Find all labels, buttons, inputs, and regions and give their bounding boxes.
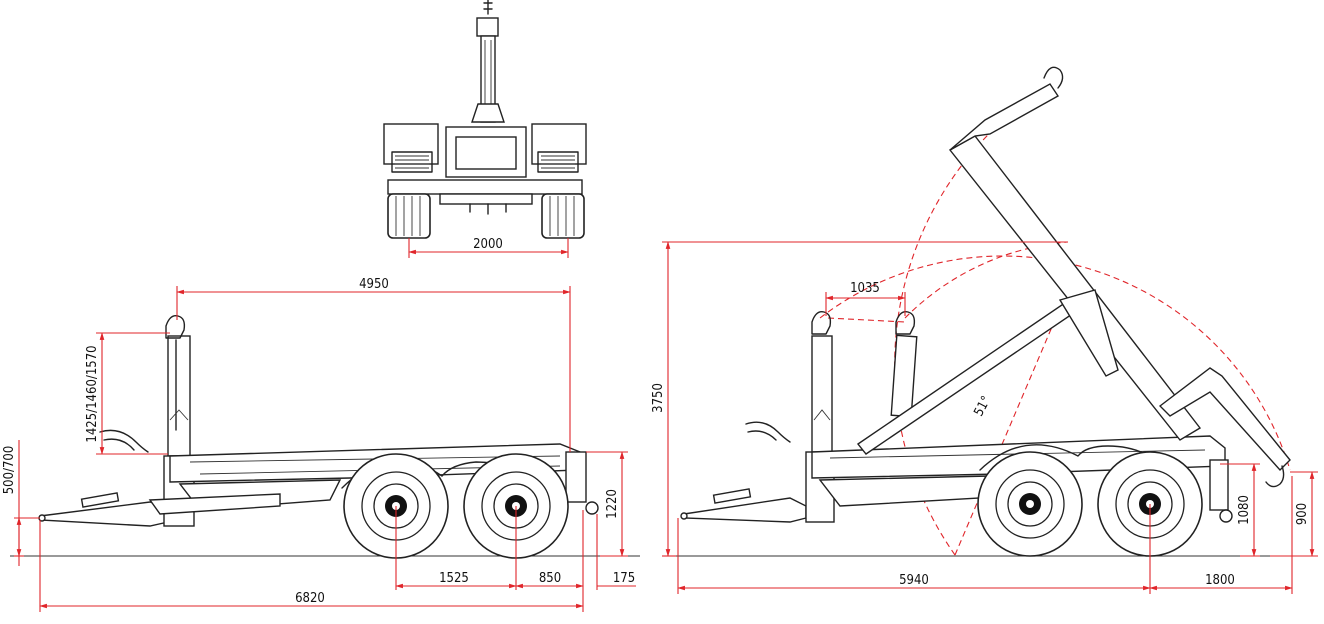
- dim-rear-overhang: 175: [613, 571, 635, 586]
- dim-rear-axle-to-hook: 1800: [1205, 573, 1235, 588]
- dim-hook-low-height: 900: [1295, 503, 1310, 525]
- dim-hook-offset: 1035: [850, 281, 880, 296]
- dim-hook-height-options: 1425/1460/1570: [85, 345, 100, 442]
- side-view-tipping: 51°: [651, 66, 1318, 594]
- wheel-front-tipping: [977, 451, 1083, 557]
- dim-rear-track: 2000: [473, 237, 503, 252]
- dim-hook-arm-reach: 4950: [359, 277, 389, 292]
- dim-overall-length: 6820: [295, 591, 325, 606]
- dim-tipping-height: 3750: [651, 383, 666, 413]
- dim-pivot-height: 1080: [1237, 495, 1252, 525]
- dim-drawbar-to-rear-axle: 5940: [899, 573, 929, 588]
- rear-view: 2000: [383, 0, 587, 258]
- dim-axle-spacing: 1525: [439, 571, 469, 586]
- dim-rear-axle-to-end: 850: [539, 571, 561, 586]
- dim-drawbar-height: 500/700: [2, 446, 17, 495]
- dim-tipping-angle: 51°: [971, 394, 994, 419]
- side-view-transport: 4950 1425/1460/1570 500/700 1220 1525 85…: [2, 277, 640, 612]
- dim-rear-frame-height: 1220: [605, 489, 620, 519]
